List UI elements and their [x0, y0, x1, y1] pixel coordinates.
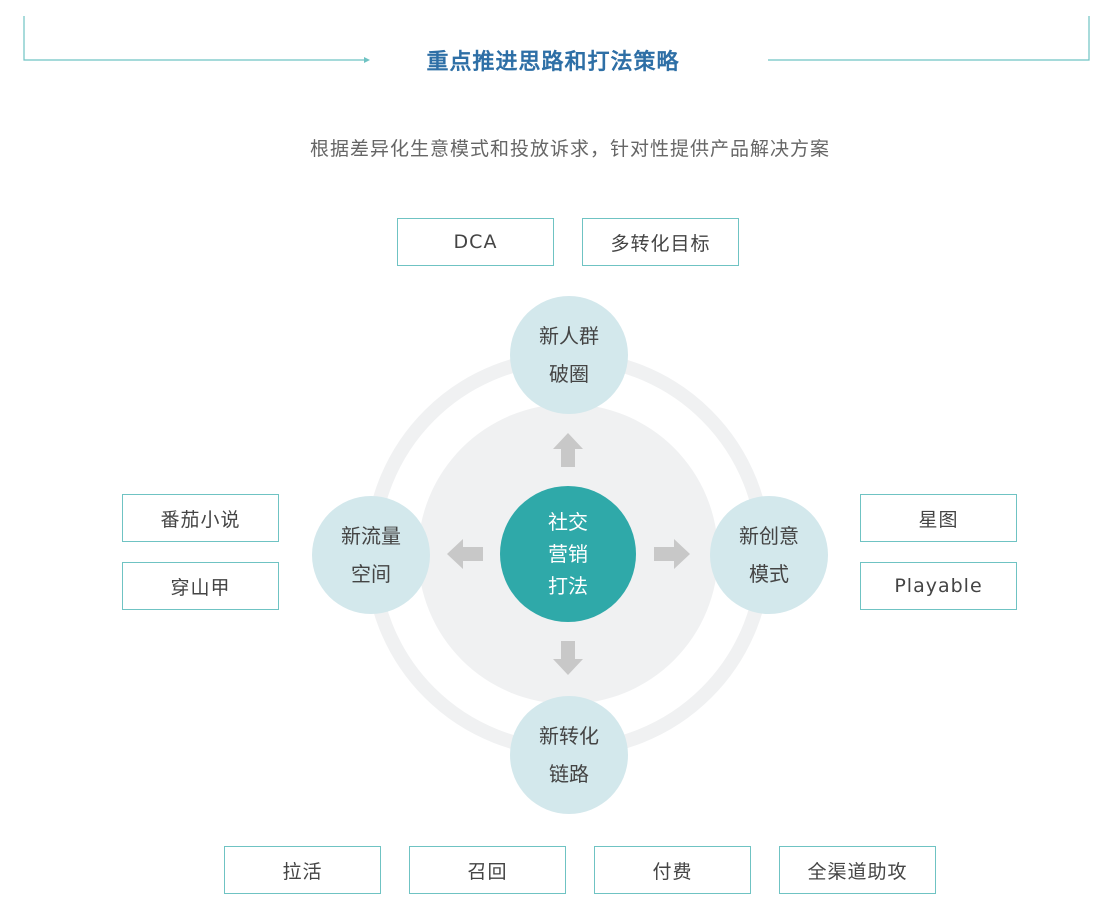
node-right: 新创意 模式 [710, 496, 828, 614]
node-left-line1: 新流量 [341, 524, 401, 548]
node-left-line2: 空间 [351, 562, 391, 586]
node-bottom-line1: 新转化 [539, 724, 599, 748]
node-top-line1: 新人群 [539, 324, 599, 348]
tag-right-xingtu: 星图 [860, 494, 1017, 542]
arrow-down-icon [553, 641, 583, 675]
header-arrow-head [364, 57, 370, 63]
center-node-line3: 打法 [548, 574, 588, 598]
arrow-left-icon [447, 539, 483, 569]
center-node-line2: 营销 [548, 542, 588, 566]
tag-top-multi-conversion: 多转化目标 [582, 218, 739, 266]
tag-bottom-zhaohui: 召回 [409, 846, 566, 894]
node-left: 新流量 空间 [312, 496, 430, 614]
node-bottom: 新转化 链路 [510, 696, 628, 814]
tag-right-playable: Playable [860, 562, 1017, 610]
tag-bottom-omnichannel: 全渠道助攻 [779, 846, 936, 894]
header-line-left [23, 16, 364, 61]
arrow-right-icon [654, 539, 690, 569]
tag-top-dca: DCA [397, 218, 554, 266]
node-right-line1: 新创意 [739, 524, 799, 548]
tag-bottom-fufei: 付费 [594, 846, 751, 894]
node-top: 新人群 破圈 [510, 296, 628, 414]
tag-left-fanqie: 番茄小说 [122, 494, 279, 542]
node-bottom-line2: 链路 [549, 762, 589, 786]
tag-left-pangle: 穿山甲 [122, 562, 279, 610]
page-subtitle: 根据差异化生意模式和投放诉求，针对性提供产品解决方案 [309, 138, 830, 160]
node-right-line2: 模式 [749, 562, 789, 586]
header-line-right [768, 16, 1090, 61]
node-top-line2: 破圈 [549, 362, 589, 386]
tag-bottom-lahuo: 拉活 [224, 846, 381, 894]
page-title: 重点推进思路和打法策略 [426, 50, 680, 75]
center-node: 社交 营销 打法 [500, 486, 636, 622]
center-node-line1: 社交 [548, 510, 588, 534]
arrow-up-icon [553, 433, 583, 467]
